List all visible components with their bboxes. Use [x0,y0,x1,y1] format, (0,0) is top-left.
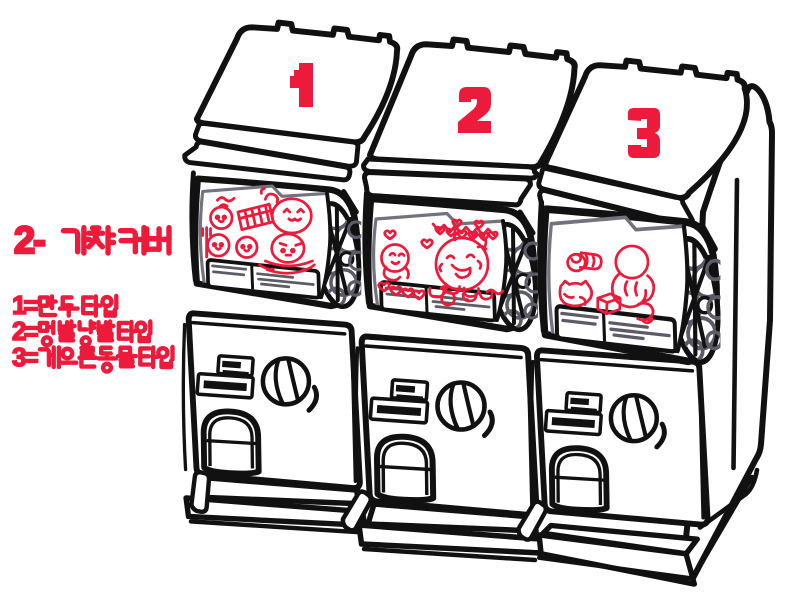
svg-text:3=: 3= [12,342,38,372]
svg-text:2-: 2- [14,220,45,262]
